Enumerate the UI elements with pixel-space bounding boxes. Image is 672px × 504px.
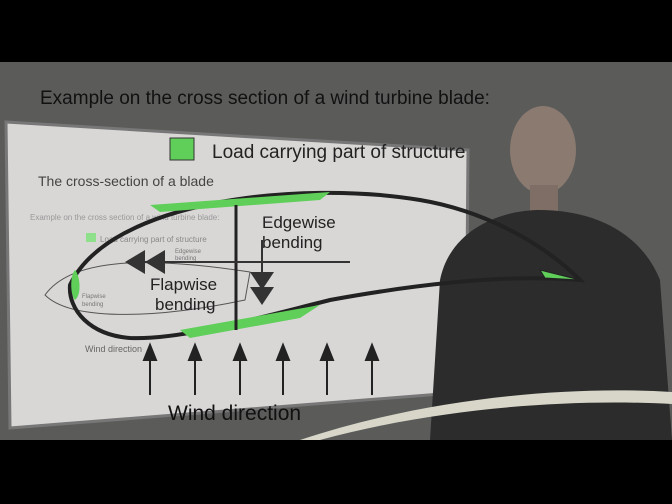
presenter-body <box>430 210 672 440</box>
presenter-head <box>510 106 576 194</box>
screen-wind-label: Wind direction <box>85 344 142 354</box>
overlay-title: Example on the cross section of a wind t… <box>40 88 490 109</box>
video-frame: The cross-section of a blade Example on … <box>0 62 672 440</box>
flapwise-arrow-2 <box>250 287 274 305</box>
screen-subtitle: Example on the cross section of a wind t… <box>30 213 219 222</box>
screen-legend-label: Load carrying part of structure <box>100 235 207 244</box>
screen-title: The cross-section of a blade <box>38 173 214 189</box>
letterbox-bottom <box>0 440 672 504</box>
screen-edgewise-1: Edgewise <box>175 249 202 255</box>
wind-arrows <box>142 342 380 395</box>
flapwise-label-2: bending <box>155 295 216 314</box>
screen-flapwise-2: bending <box>82 302 103 308</box>
letterbox-top <box>0 0 672 62</box>
trailing-edge-cap <box>538 269 581 281</box>
flapwise-arrow <box>250 272 274 290</box>
spar-cap-bottom <box>180 305 320 338</box>
leading-edge-cap <box>71 270 80 300</box>
lecture-scene: The cross-section of a blade Example on … <box>4 88 672 440</box>
legend-swatch <box>169 137 195 161</box>
spar-cap-top <box>150 192 330 212</box>
screen-edgewise-2: bending <box>175 256 196 262</box>
edgewise-arrow-2 <box>145 250 165 274</box>
wind-direction-label: Wind direction <box>168 402 301 425</box>
legend-label: Load carrying part of structure <box>212 142 465 163</box>
edgewise-arrow <box>125 250 145 274</box>
edgewise-label-2: bending <box>262 233 323 252</box>
screen-blade-outline <box>44 262 251 315</box>
screen-legend-swatch <box>86 233 96 242</box>
flapwise-label-1: Flapwise <box>150 275 217 294</box>
presenter-neck <box>530 185 558 215</box>
blade-cross-section <box>67 190 586 341</box>
blade-model-prop <box>300 390 672 440</box>
edgewise-label-1: Edgewise <box>262 213 336 232</box>
screen-flapwise-1: Flapwise <box>82 294 106 300</box>
